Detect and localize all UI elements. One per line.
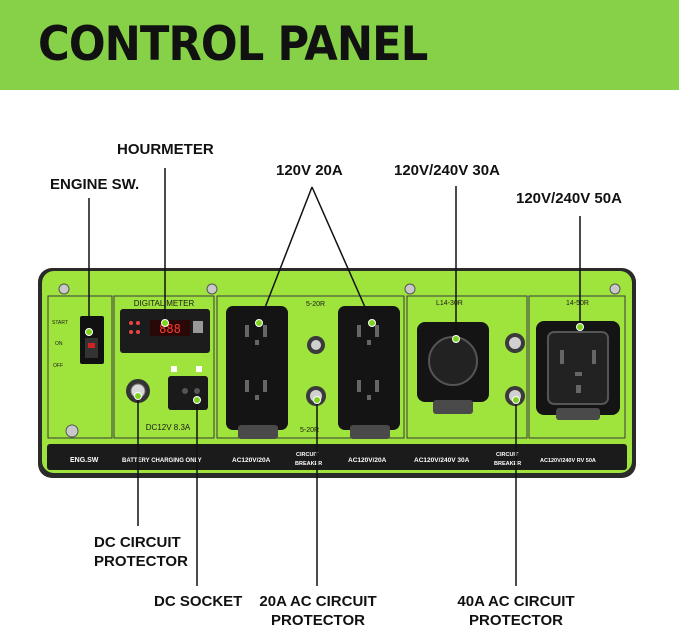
callout-ac20-protector-line2: PROTECTOR xyxy=(271,612,365,629)
breaker-30a[interactable] xyxy=(509,337,521,349)
strip-battery: BATTERY CHARGING ONLY xyxy=(122,458,202,464)
outlet-120v-20a-2[interactable] xyxy=(338,306,400,430)
meter-button[interactable] xyxy=(193,321,203,333)
dc-minus-marker xyxy=(196,366,202,372)
callout-dc-protector-line1: DC CIRCUIT xyxy=(94,534,181,551)
engine-switch-section xyxy=(47,295,113,439)
dc-plus-marker xyxy=(171,366,177,372)
outlet-cover-tab xyxy=(433,400,473,414)
ac30-section xyxy=(406,295,528,439)
label-strip xyxy=(47,444,627,470)
strip-breaker-2-l2: BREAKER xyxy=(494,461,521,467)
outlet-label-5-20r: 5-20R xyxy=(306,301,325,308)
meter-led xyxy=(129,330,133,334)
ground-terminal xyxy=(65,424,79,438)
callout-ac40-protector-line1: 40A AC CIRCUIT xyxy=(457,593,575,610)
strip-ac120-240-30a: AC120V/240V 30A xyxy=(414,457,470,464)
ac50-section xyxy=(528,295,626,439)
meter-display xyxy=(150,320,190,336)
meter-label: DIGITAL METER xyxy=(134,299,195,308)
strip-ac120-240-rv50a: AC120V/240V RV 50A xyxy=(540,458,596,464)
ac20-protector-button[interactable] xyxy=(310,390,322,402)
outlet-cover-tab xyxy=(350,425,390,439)
switch-off-label: OFF xyxy=(53,363,63,369)
strip-ac120-20a-2: AC120V/20A xyxy=(348,457,387,464)
callout-dc-protector-line2: PROTECTOR xyxy=(94,553,188,570)
callout-ac40-protector-line2: PROTECTOR xyxy=(469,612,563,629)
meter-led xyxy=(136,330,140,334)
dc-socket-pin xyxy=(182,388,188,394)
meter-section xyxy=(113,295,215,439)
strip-eng-sw: ENG.SW xyxy=(70,457,99,464)
breaker-20a-top[interactable] xyxy=(311,340,321,350)
callout-dc-socket: DC SOCKET xyxy=(154,593,243,610)
switch-on-label: ON xyxy=(55,341,63,347)
page-title: CONTROL PANEL xyxy=(38,17,428,72)
callout-hourmeter: HOURMETER xyxy=(117,141,214,158)
dc-socket[interactable] xyxy=(168,376,208,410)
meter-led xyxy=(136,321,140,325)
outlet-cover-tab xyxy=(238,425,278,439)
callout-engine-sw: ENGINE SW. xyxy=(50,176,140,193)
switch-start-label: START xyxy=(52,320,68,326)
strip-breaker-2-l1: CIRCUIT xyxy=(496,452,519,458)
callout-ac20-protector-line1: 20A AC CIRCUIT xyxy=(259,593,377,610)
screw xyxy=(206,283,218,295)
screw xyxy=(58,283,70,295)
header-banner: CONTROL PANEL xyxy=(0,0,679,90)
engine-switch-indicator xyxy=(88,343,95,348)
callout-120-240v-50a: 120V/240V 50A xyxy=(516,190,622,207)
dc-rating-label: DC12V 8.3A xyxy=(146,423,191,432)
outlet-50a-face xyxy=(547,331,609,405)
screw xyxy=(609,283,621,295)
screw xyxy=(404,283,416,295)
strip-breaker-1-l1: CIRCUIT xyxy=(296,452,319,458)
strip-breaker-1-l2: BREAKER xyxy=(295,461,322,467)
outlet-cover-tab xyxy=(556,408,600,420)
dc-protector-button[interactable] xyxy=(130,383,146,399)
twistlock-face xyxy=(428,336,478,386)
strip-ac120-20a-1: AC120V/20A xyxy=(232,457,271,464)
callout-120v-20a: 120V 20A xyxy=(276,162,343,179)
outlet-label-l14-30r: L14-30R xyxy=(436,300,463,307)
ac40-protector-button[interactable] xyxy=(509,390,521,402)
outlet-label-14-50r: 14-50R xyxy=(566,300,589,307)
outlet-120v-20a-1[interactable] xyxy=(226,306,288,430)
meter-readout: 888 xyxy=(159,322,181,336)
outlet-label-5-20r-bottom: 5-20R xyxy=(300,427,319,434)
meter-led xyxy=(129,321,133,325)
callout-120-240v-30a: 120V/240V 30A xyxy=(394,162,500,179)
dc-socket-pin xyxy=(194,388,200,394)
